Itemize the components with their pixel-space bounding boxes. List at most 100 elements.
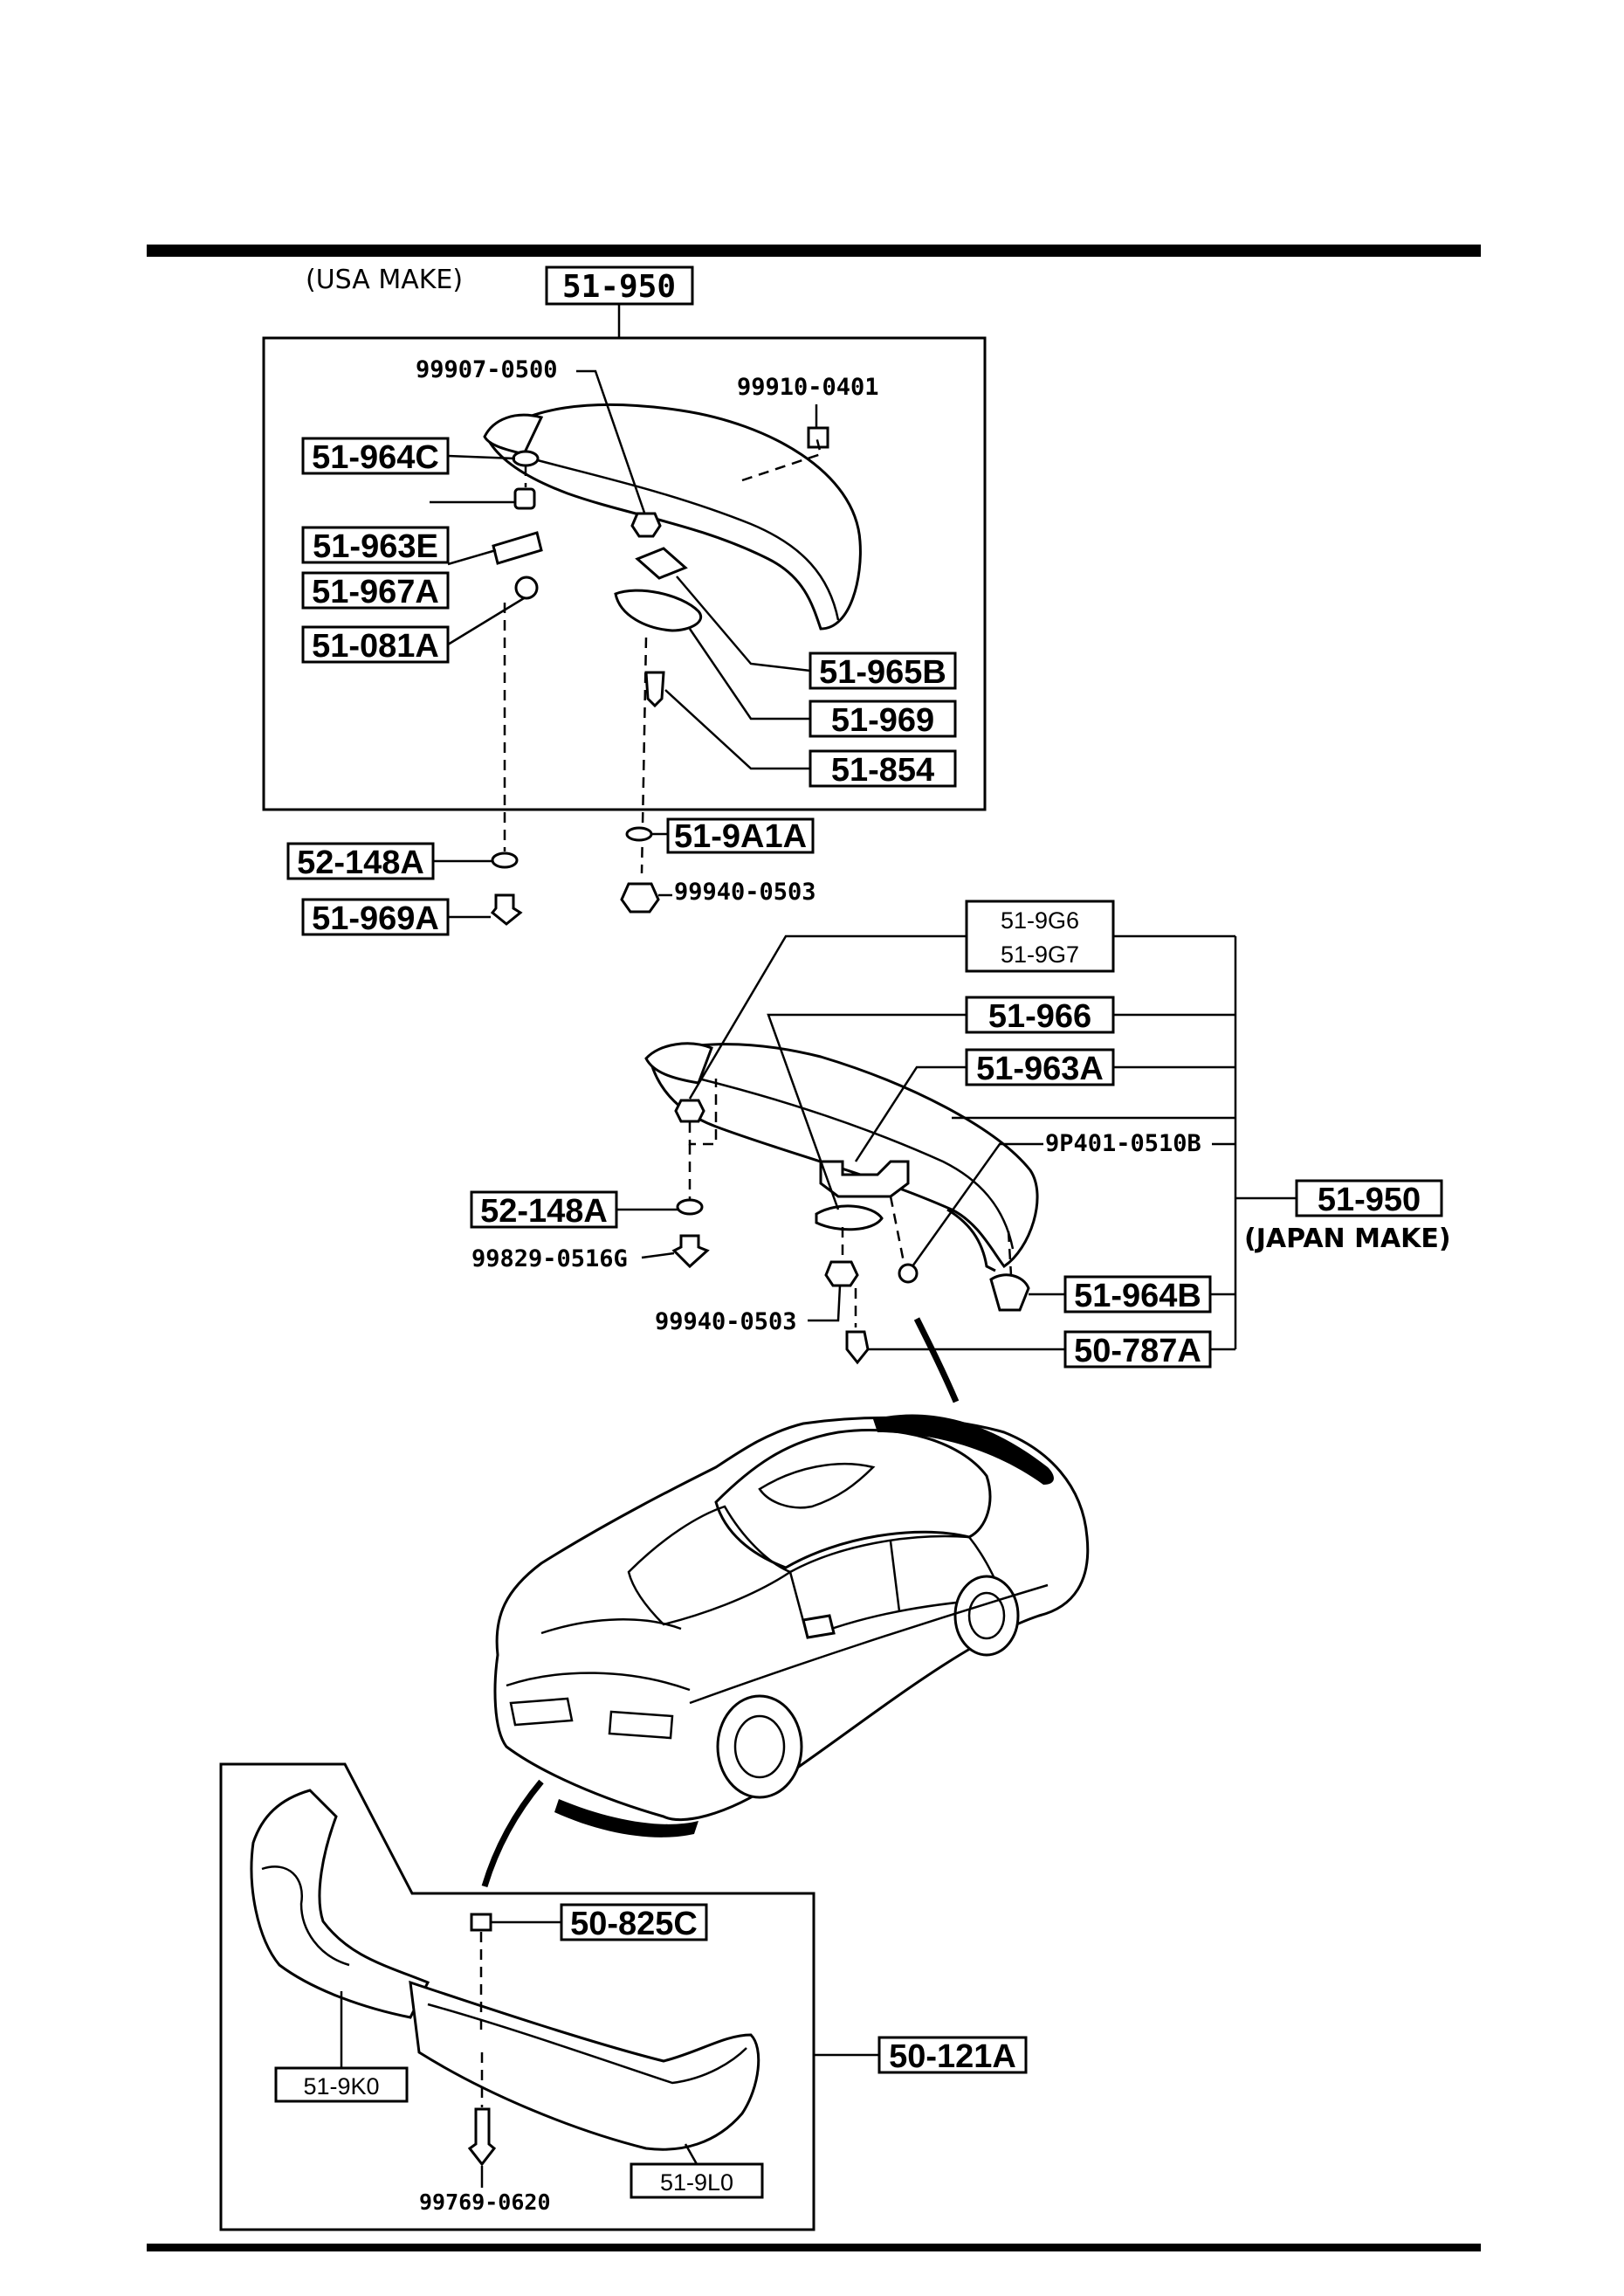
bumper-9k0-label: 51-9K0 (303, 2073, 379, 2099)
japan-bolt-b-label: 99829-0516G (471, 1245, 628, 1272)
usa-fastener-icon (644, 671, 665, 708)
japan-pad-icon (815, 1204, 884, 1231)
usa-make-label: (USA MAKE) (306, 265, 463, 295)
car-grille-line (506, 1672, 691, 1692)
usa-967a-label: 51-967A (312, 574, 439, 610)
car-rear-wheel (953, 1575, 1020, 1657)
top-rule (147, 245, 1481, 257)
japan-148a-label: 52-148A (480, 1193, 608, 1230)
bumper-left-inner (261, 1865, 350, 1967)
car-sunroof (758, 1462, 876, 1509)
car-rear-spoiler (873, 1414, 1054, 1485)
japan-9g6-leader (688, 934, 967, 1100)
usa-washer-c-icon (491, 852, 519, 869)
usa-washer-b-icon (625, 826, 653, 842)
usa-963e-box (301, 526, 450, 564)
japan-dash-6 (1007, 1231, 1013, 1276)
usa-854-leader (664, 689, 810, 770)
car-hood-line (540, 1618, 682, 1635)
bumper-clip-icon (470, 1913, 492, 1932)
usa-base-plate-icon (614, 589, 702, 632)
usa-963e-leader (447, 548, 497, 566)
japan-clip-icon (989, 1273, 1030, 1312)
usa-section: (USA MAKE) 51-950 99907-0500 99910-0401 … (262, 265, 987, 937)
usa-964c-label: 51-964C (312, 439, 439, 476)
usa-963e-label: 51-963E (313, 528, 438, 565)
usa-spoiler (487, 403, 862, 631)
japan-washer-b-icon (676, 1198, 704, 1216)
usa-969a-label: 51-969A (312, 900, 439, 937)
japan-make-label: (JAPAN MAKE) (1244, 1224, 1451, 1254)
usa-969-leader (688, 628, 810, 721)
usa-grommet-icon (513, 487, 536, 510)
usa-bracket-icon (492, 531, 543, 565)
usa-969-label: 51-969 (831, 702, 934, 739)
usa-965b-leader (676, 576, 811, 672)
car-front-hub (733, 1714, 786, 1779)
japan-bolt-a-leader (911, 1142, 1043, 1267)
car-mirror (802, 1614, 836, 1639)
usa-081a-leader (447, 596, 525, 646)
bumper-frame (219, 1762, 815, 2231)
japan-bolt-b-icon (671, 1234, 710, 1269)
car-rear-hub (967, 1591, 1006, 1640)
usa-9a1a-box (666, 817, 815, 854)
usa-spoiler-crease (514, 452, 840, 621)
japan-bolt-a-label: 9P401-0510B (1045, 1130, 1201, 1157)
japan-dash-5 (889, 1196, 905, 1263)
usa-081a-label: 51-081A (312, 628, 439, 665)
usa-nut-a-label: 99907-0500 (416, 356, 558, 383)
japan-966-leader (767, 1013, 967, 1210)
usa-nut-a-leader (576, 369, 646, 514)
usa-854-label: 51-854 (831, 752, 934, 789)
usa-washer-icon (512, 450, 540, 467)
japan-section: 51-9G6 51-9G7 51-966 51-963A 9P401-0510B… (470, 900, 1451, 1403)
bumper-825c-label: 50-825C (570, 1906, 698, 1942)
car-side-window (788, 1534, 1006, 1639)
japan-fastener-icon (845, 1330, 870, 1365)
usa-clip-a-label: 99910-0401 (737, 374, 879, 401)
bumper-9l0-leader (684, 2143, 698, 2165)
japan-bolt-a-icon (898, 1263, 919, 1284)
japan-nut-c-leader (808, 1285, 842, 1322)
japan-963a-label: 51-963A (976, 1051, 1104, 1087)
japan-washer-icon (674, 1099, 705, 1123)
japan-966-label: 51-966 (988, 998, 1091, 1035)
car-front-wheel (716, 1694, 803, 1799)
car-door-pillar (889, 1541, 901, 1612)
bumper-section: 50-825C 50-121A 51-9K0 99769-0620 51-9L0 (219, 1762, 1028, 2231)
car-illustration (493, 1414, 1090, 1837)
japan-9g6-label: 51-9G6 (1001, 907, 1079, 934)
usa-screw-icon (490, 893, 523, 926)
usa-965b-label: 51-965B (819, 654, 946, 691)
usa-964c-leader (447, 454, 516, 460)
car-roof (714, 1429, 992, 1569)
car-headlight-right (608, 1710, 674, 1740)
bumper-9l0-label: 51-9L0 (660, 2169, 733, 2196)
bumper-right-inner (427, 2003, 747, 2085)
japan-nut-icon (824, 1260, 859, 1287)
japan-963a-leader (854, 1065, 967, 1162)
usa-nut-b-icon (620, 882, 660, 914)
usa-pad-icon (635, 547, 688, 580)
japan-pointer-arrow (913, 1317, 960, 1403)
japan-bolt-b-leader (641, 1251, 675, 1259)
japan-787a-label: 50-787A (1074, 1333, 1201, 1369)
usa-dash-clip (741, 436, 822, 482)
car-headlight-left (509, 1697, 574, 1727)
japan-spoiler-crease (698, 1077, 1015, 1250)
usa-148a-label: 52-148A (297, 845, 424, 881)
usa-assembly-number: 51-950 (562, 269, 676, 305)
bumper-left-piece (250, 1789, 430, 2019)
japan-9g7-label: 51-9G7 (1001, 941, 1079, 968)
usa-967a-box (301, 571, 450, 610)
usa-9a1a-label: 51-9A1A (674, 818, 807, 855)
bumper-121a-label: 50-121A (889, 2038, 1016, 2075)
usa-nut-b-label: 99940-0503 (674, 879, 816, 906)
japan-spoiler-tip (644, 1042, 713, 1085)
usa-spoiler-tip (483, 413, 544, 456)
bottom-rule (147, 2244, 1481, 2251)
usa-frame (262, 336, 987, 811)
japan-dash-1 (688, 1079, 718, 1146)
